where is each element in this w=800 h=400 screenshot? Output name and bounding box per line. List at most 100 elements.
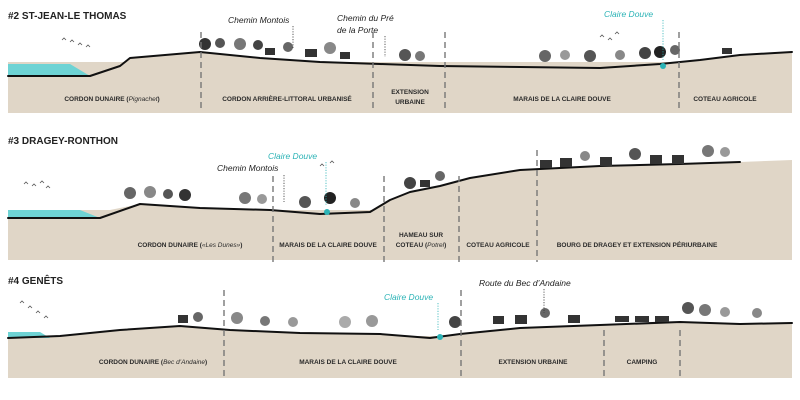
tree-icon	[615, 50, 625, 60]
caravan-icon	[635, 316, 649, 322]
house-icon	[515, 315, 527, 324]
tree-icon	[720, 147, 730, 157]
tree-icon	[560, 50, 570, 60]
sea	[8, 64, 90, 76]
section-st-jean-le-thomas: #2 ST-JEAN-LE THOMAS	[7, 9, 793, 113]
caravan-icon	[615, 316, 629, 322]
zone-label: CORDON DUNAIRE («Les Dunes»)	[138, 242, 243, 249]
tree-icon	[584, 50, 596, 62]
tree-icon	[179, 189, 191, 201]
tree-icon	[366, 315, 378, 327]
terrain-profile	[7, 161, 741, 219]
tree-icon	[324, 42, 336, 54]
zone-label: MARAIS DE LA CLAIRE DOUVE	[513, 96, 611, 103]
ground-band	[8, 62, 792, 113]
tree-icon	[702, 145, 714, 157]
tree-icon	[629, 148, 641, 160]
house-icon	[178, 315, 188, 323]
tree-icon	[539, 50, 551, 62]
tree-icon	[144, 186, 156, 198]
house-icon	[340, 52, 350, 59]
vehicle-icon	[722, 48, 732, 54]
tree-icon	[283, 42, 293, 52]
tree-icon	[288, 317, 298, 327]
birds-icon	[61, 31, 620, 48]
vegetation-and-buildings	[124, 145, 730, 215]
vegetation-and-buildings	[199, 38, 732, 69]
tree-icon	[339, 316, 351, 328]
house-icon	[568, 315, 580, 323]
tree-icon	[720, 307, 730, 317]
water-channel-icon	[660, 63, 666, 69]
house-icon	[600, 157, 612, 166]
tree-icon	[639, 47, 651, 59]
tree-icon	[404, 177, 416, 189]
tree-icon	[399, 49, 411, 61]
house-icon	[650, 155, 662, 164]
tree-icon	[415, 51, 425, 61]
zone-label: MARAIS DE LA CLAIRE DOUVE	[299, 359, 397, 366]
zone-label: CAMPING	[627, 359, 658, 366]
zone-label: CORDON ARRIÈRE-LITTORAL URBANISÉ	[222, 94, 352, 103]
tree-icon	[163, 189, 173, 199]
tree-icon	[239, 192, 251, 204]
tree-icon	[257, 194, 267, 204]
tree-icon	[449, 316, 461, 328]
tree-icon	[540, 308, 550, 318]
tree-icon	[654, 46, 666, 58]
house-icon	[493, 316, 504, 324]
tree-icon	[253, 40, 263, 50]
house-icon	[305, 49, 317, 57]
zone-label: COTEAU AGRICOLE	[693, 96, 757, 103]
zone-label: HAMEAU SUR	[399, 232, 443, 239]
vegetation-and-buildings	[178, 302, 762, 340]
terrain-profile	[7, 321, 793, 339]
house-icon	[560, 158, 572, 167]
house-icon	[672, 155, 684, 164]
tree-icon	[260, 316, 270, 326]
birds-icon	[19, 300, 49, 319]
place-label: Chemin du Pré	[337, 13, 394, 23]
tree-icon	[215, 38, 225, 48]
zone-label: BOURG DE DRAGEY ET EXTENSION PÉRIURBAINE	[557, 240, 718, 249]
section-dragey-ronthon: #3 DRAGEY-RONTHON	[7, 136, 792, 262]
tree-icon	[670, 45, 680, 55]
place-label: Chemin Montois	[228, 15, 290, 25]
zone-label: EXTENSION	[391, 89, 429, 96]
section-title: #2 ST-JEAN-LE THOMAS	[8, 11, 127, 22]
tree-icon	[699, 304, 711, 316]
tree-icon	[682, 302, 694, 314]
zone-label: CORDON DUNAIRE (Pignachet)	[64, 96, 159, 103]
section-genets: #4 GENÊTS	[7, 274, 793, 378]
zone-label: COTEAU (Potrel)	[396, 242, 447, 249]
tree-icon	[231, 312, 243, 324]
tree-icon	[234, 38, 246, 50]
tree-icon	[752, 308, 762, 318]
water-channel-icon	[324, 209, 330, 215]
section-title: #3 DRAGEY-RONTHON	[8, 136, 118, 147]
zone-label: URBAINE	[395, 99, 425, 106]
place-label-water: Claire Douve	[268, 151, 317, 161]
house-icon	[265, 48, 275, 55]
zone-label: CORDON DUNAIRE (Bec d’Andaine)	[99, 359, 207, 366]
terrain-profile	[7, 51, 793, 77]
tree-icon	[435, 171, 445, 181]
place-label: Chemin Montois	[217, 163, 279, 173]
tree-icon	[193, 312, 203, 322]
ground-band	[8, 160, 792, 214]
tree-icon	[124, 187, 136, 199]
zone-label: COTEAU AGRICOLE	[466, 242, 530, 249]
sea	[8, 210, 100, 218]
place-label-water: Claire Douve	[604, 9, 653, 19]
zone-label: EXTENSION URBAINE	[499, 359, 569, 366]
caravan-icon	[655, 316, 669, 322]
zone-label: MARAIS DE LA CLAIRE DOUVE	[279, 242, 377, 249]
place-label: de la Porte	[337, 25, 378, 35]
water-channel-icon	[437, 334, 443, 340]
house-icon	[540, 160, 552, 168]
tree-icon	[324, 192, 336, 204]
tree-icon	[299, 196, 311, 208]
tree-icon	[350, 198, 360, 208]
tree-icon	[580, 151, 590, 161]
